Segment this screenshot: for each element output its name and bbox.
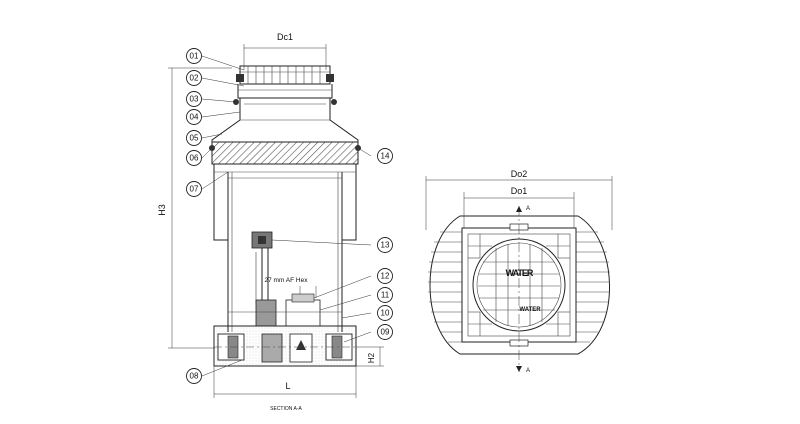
seal-plate	[209, 141, 361, 165]
dim-l: L	[213, 366, 357, 398]
dim-h2-label: H2	[367, 352, 376, 363]
top-ring	[236, 65, 334, 85]
svg-text:14: 14	[381, 152, 390, 161]
lid-logo: WATER	[506, 268, 534, 278]
dim-do1-label: Do1	[511, 186, 528, 196]
svg-text:13: 13	[381, 241, 390, 250]
callout-10: 10	[377, 305, 393, 321]
section-mark-bottom: A	[526, 368, 530, 374]
main-body	[213, 164, 357, 332]
callout-13: 13	[377, 237, 393, 253]
svg-text:07: 07	[190, 185, 199, 194]
section-view: Dc1 H3	[157, 32, 393, 412]
dim-do1: Do1	[463, 186, 575, 232]
cone-section	[211, 98, 359, 146]
callout-05: 05	[186, 130, 202, 146]
plan-view: Do2 Do1	[425, 169, 613, 374]
callout-01: 01	[186, 48, 202, 64]
svg-text:12: 12	[381, 272, 390, 281]
svg-text:01: 01	[190, 52, 199, 61]
callout-03: 03	[186, 91, 202, 107]
dim-h3: H3	[157, 67, 232, 349]
svg-text:03: 03	[190, 95, 199, 104]
dim-do2-label: Do2	[511, 169, 528, 179]
base-chamber	[213, 325, 357, 367]
frame-grid	[468, 234, 570, 336]
dim-l-label: L	[285, 381, 290, 391]
svg-text:06: 06	[190, 154, 199, 163]
svg-text:02: 02	[190, 74, 199, 83]
dim-dc1: Dc1	[243, 32, 327, 70]
callout-07: 07	[186, 181, 202, 197]
svg-text:04: 04	[190, 113, 199, 122]
hex-note-label: 27 mm AF Hex	[265, 277, 309, 284]
leader-lines	[201, 55, 372, 377]
callout-12: 12	[377, 268, 393, 284]
svg-text:09: 09	[381, 328, 390, 337]
section-caption: SECTION A-A	[270, 406, 302, 412]
valve-stem	[251, 231, 273, 304]
svg-text:10: 10	[381, 309, 390, 318]
dim-h3-label: H3	[157, 204, 167, 216]
callout-02: 02	[186, 70, 202, 86]
callout-09: 09	[377, 324, 393, 340]
callout-04: 04	[186, 109, 202, 125]
valve-body	[228, 293, 342, 327]
dim-dc1-label: Dc1	[277, 32, 293, 42]
svg-text:05: 05	[190, 134, 199, 143]
section-line: A A	[516, 206, 530, 374]
dim-h2: H2	[356, 346, 384, 367]
brand-text: WATER	[519, 307, 541, 313]
callout-11: 11	[377, 287, 393, 303]
callout-14: 14	[377, 148, 393, 164]
svg-text:08: 08	[190, 372, 199, 381]
callout-08: 08	[186, 368, 202, 384]
callout-06: 06	[186, 150, 202, 166]
svg-text:11: 11	[381, 291, 390, 300]
dim-do2: Do2	[425, 169, 613, 230]
upper-collar	[233, 84, 337, 105]
section-mark-top: A	[526, 206, 530, 212]
